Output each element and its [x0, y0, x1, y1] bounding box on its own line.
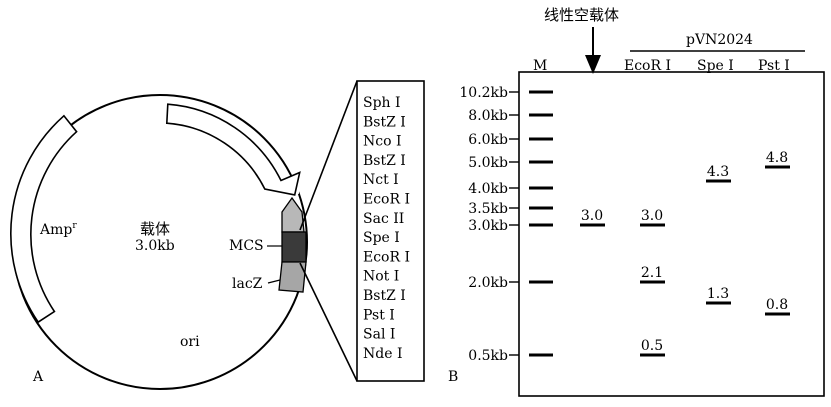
- band-size-label: 0.5: [641, 338, 663, 354]
- mcs-site: BstZ I: [363, 114, 406, 130]
- ladder-size-label: 10.2kb: [459, 85, 508, 101]
- lacz-block: [278, 261, 307, 293]
- amp-gene-arc: [10, 114, 78, 324]
- zoom-line-bottom: [299, 262, 358, 382]
- plasmid-name: 载体: [140, 220, 170, 238]
- band-size-label: 1.3: [707, 286, 729, 302]
- zoom-line-top: [299, 80, 358, 231]
- band-size-label: 3.0: [581, 208, 603, 224]
- mcs-site: BstZ I: [363, 288, 406, 304]
- mcs-site: Not I: [363, 269, 399, 285]
- mcs-site: Nde I: [363, 346, 402, 362]
- mcs-site: EcoR I: [363, 192, 410, 208]
- band-size-label: 4.8: [766, 150, 788, 166]
- mcs-site-list: Sph I BstZ I Nco I BstZ I Nct I EcoR I Sac II S…: [363, 95, 410, 362]
- panel-b-label: B: [448, 369, 458, 385]
- mcs-site: EcoR I: [363, 249, 410, 265]
- linear-vector-label: 线性空载体: [544, 6, 619, 24]
- band-size-label: 4.3: [707, 164, 729, 180]
- mcs-site: Sal I: [363, 327, 395, 343]
- lane-psti-label: Pst I: [758, 58, 790, 74]
- ladder-size-label: 5.0kb: [468, 155, 508, 171]
- panel-a-label: A: [32, 369, 44, 385]
- ladder-size-label: 3.0kb: [468, 218, 508, 234]
- amp-label: Ampr: [39, 221, 77, 238]
- ori-label: ori: [180, 334, 200, 350]
- sample-bands: 3.0 3.0 2.1 0.5 4.3 1.3 4.8 0.8: [580, 150, 790, 357]
- panel-a: Sph I BstZ I Nco I BstZ I Nct I EcoR I Sac II S…: [10, 80, 425, 390]
- mcs-site: Nct I: [363, 172, 399, 188]
- ori-gene-arc: [165, 103, 301, 196]
- ladder-size-label: 4.0kb: [468, 181, 508, 197]
- group-label: pVN2024: [686, 32, 753, 48]
- ladder-size-label: 3.5kb: [468, 201, 508, 217]
- mcs-site: Pst I: [363, 307, 395, 323]
- mcs-label: MCS: [229, 238, 264, 254]
- lane-marker-label: M: [533, 58, 547, 74]
- band-size-label: 0.8: [766, 297, 788, 313]
- mcs-site: Sac II: [363, 211, 404, 227]
- mcs-site: Nco I: [363, 134, 402, 150]
- ladder-size-label: 8.0kb: [468, 108, 508, 124]
- ladder-size-label: 6.0kb: [468, 132, 508, 148]
- plasmid-size: 3.0kb: [135, 238, 175, 254]
- lacz-label: lacZ: [232, 276, 263, 292]
- panel-b: B 线性空载体 pVN2024 M EcoR I Spe I Pst I 10.…: [448, 6, 825, 397]
- lacz-leader: [267, 279, 281, 284]
- gel-frame: [518, 71, 825, 397]
- lane-ecori-label: EcoR I: [624, 58, 671, 74]
- mcs-site: Sph I: [363, 95, 401, 111]
- band-size-label: 2.1: [641, 265, 663, 281]
- mcs-site: BstZ I: [363, 153, 406, 169]
- lane-spei-label: Spe I: [697, 58, 734, 74]
- ladder-size-label: 2.0kb: [468, 275, 508, 291]
- mcs-block: [281, 231, 307, 263]
- ladder-size-label: 0.5kb: [468, 348, 508, 364]
- mcs-site-box: [356, 80, 425, 382]
- band-size-label: 3.0: [641, 208, 663, 224]
- linear-vector-arrow-head: [585, 55, 601, 74]
- mcs-site: Spe I: [363, 230, 400, 246]
